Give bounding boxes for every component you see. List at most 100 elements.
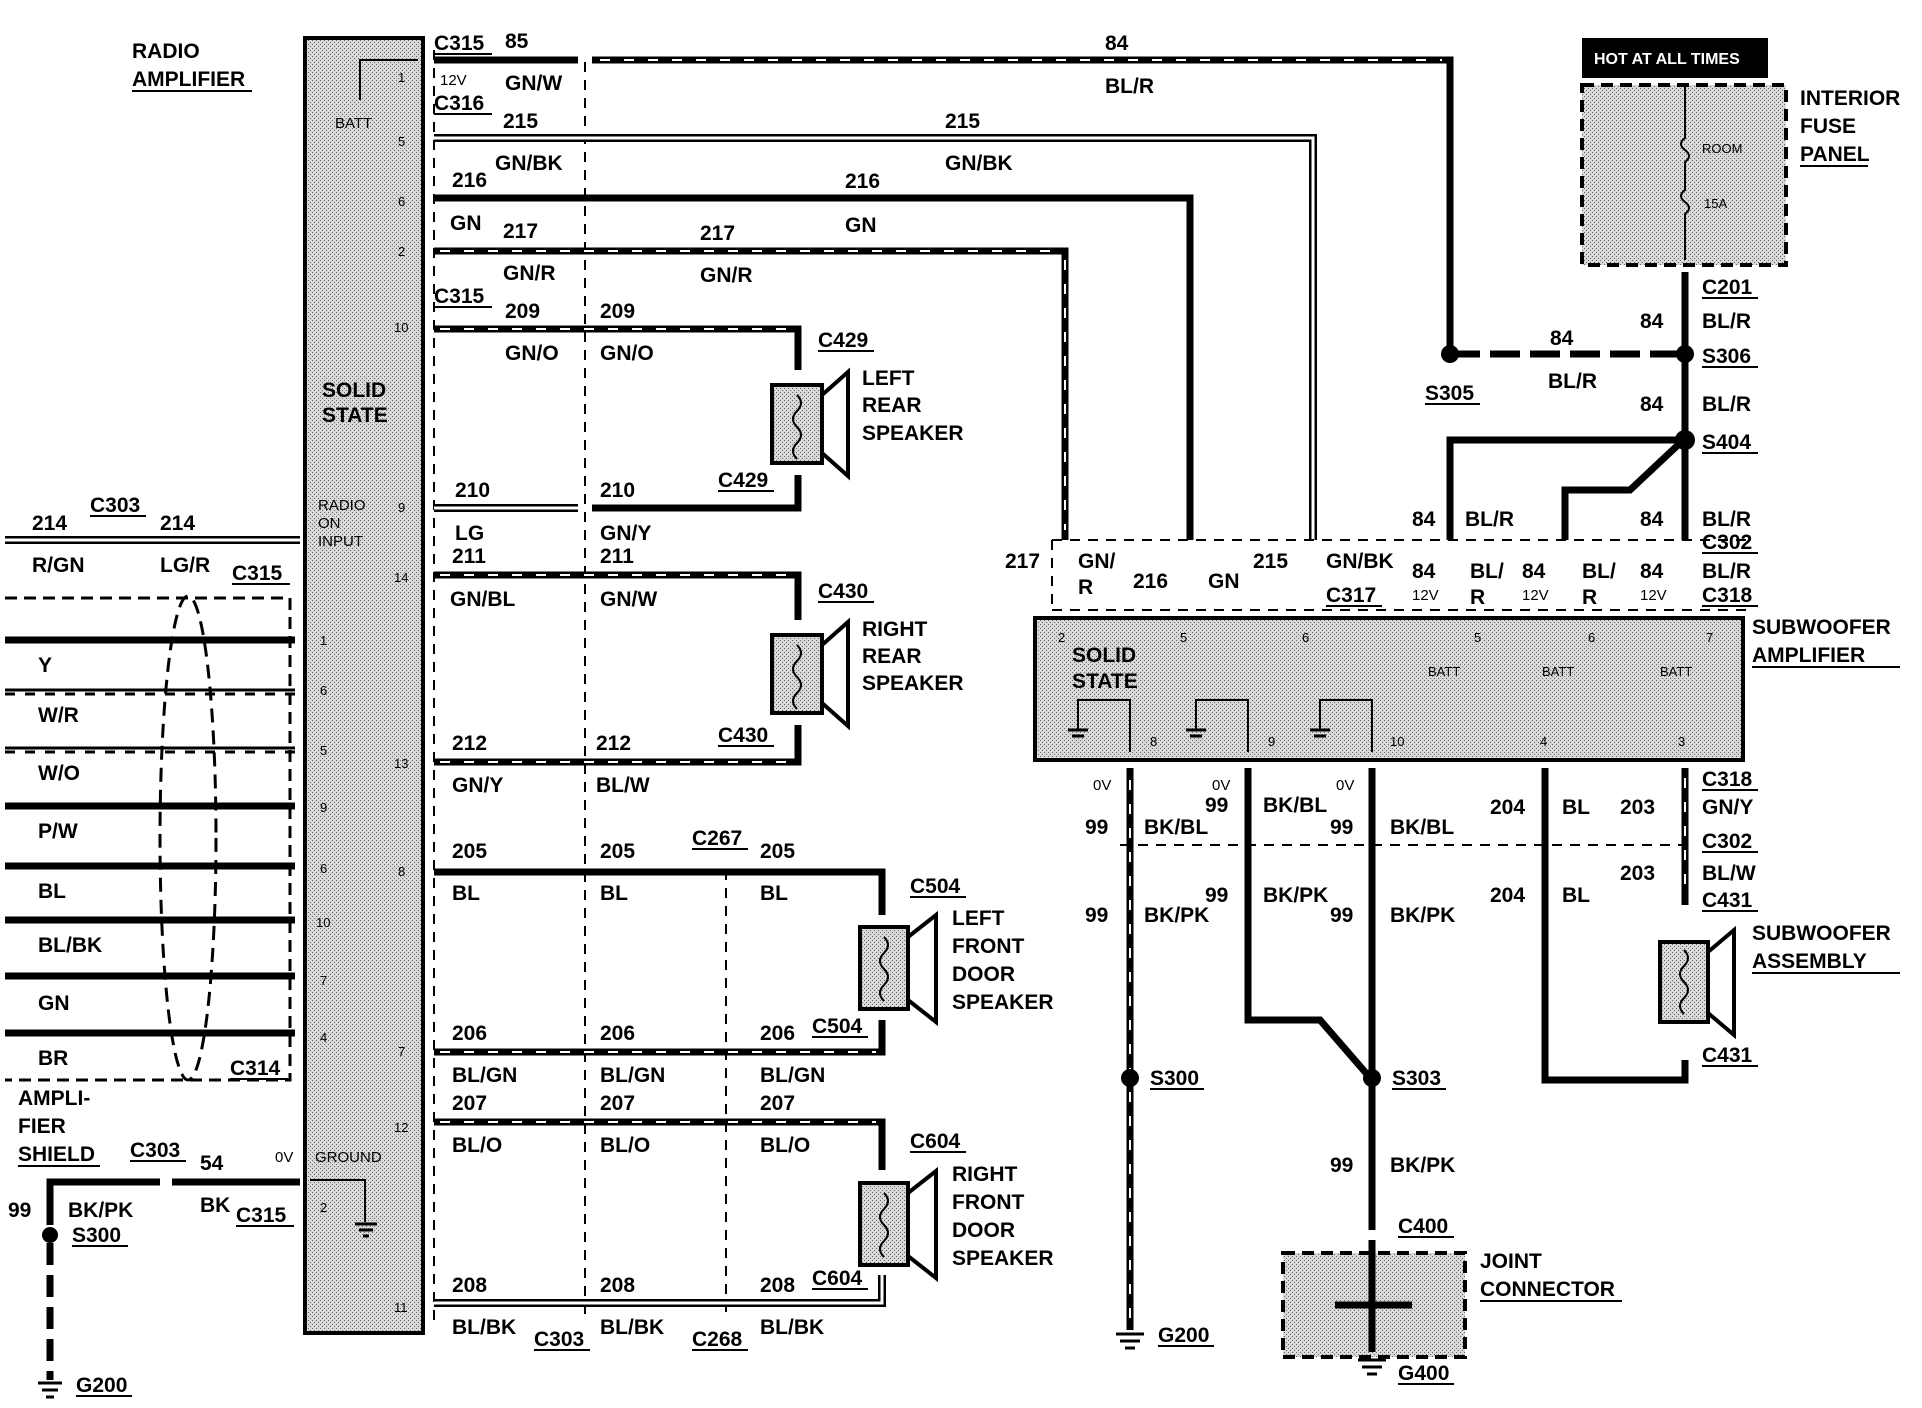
svg-text:INTERIOR: INTERIOR [1800,87,1900,110]
svg-text:9: 9 [320,800,327,815]
svg-text:10: 10 [1390,734,1404,749]
circuit-217: 217 GN/R 217 GN/R [434,220,1069,540]
svg-text:C318: C318 [1702,584,1753,607]
svg-text:C431: C431 [1702,889,1753,912]
svg-text:5: 5 [1474,630,1481,645]
svg-text:P/W: P/W [38,820,78,843]
svg-text:3: 3 [1678,734,1685,749]
svg-text:207: 207 [760,1092,795,1115]
svg-text:BL/R: BL/R [1702,560,1751,583]
svg-text:BL/R: BL/R [1702,393,1751,416]
svg-text:0V: 0V [1336,777,1354,794]
svg-text:6: 6 [320,683,327,698]
shielded-bundle: Y W/R W/O P/W BL BL/BK GN BR C314 AMPLI-… [5,594,295,1167]
svg-text:54: 54 [200,1152,224,1175]
svg-text:R: R [1470,586,1485,609]
svg-text:ROOM: ROOM [1702,141,1742,156]
svg-text:BL/R: BL/R [1702,310,1751,333]
svg-text:R: R [1582,586,1597,609]
svg-text:12V: 12V [1522,587,1549,604]
radio-on-input-circuit: 214 R/GN C303 214 LG/R C315 [5,494,300,585]
left-front-door-speaker: LEFT FRONT DOOR SPEAKER [858,907,1054,1027]
svg-text:GN/O: GN/O [505,342,559,365]
svg-text:6: 6 [1302,630,1309,645]
svg-text:REAR: REAR [862,394,922,417]
svg-text:208: 208 [452,1274,487,1297]
right-rear-speaker: RIGHT REAR SPEAKER [770,617,964,731]
svg-text:GN/R: GN/R [503,262,556,285]
circuit-211-212: 211 GN/BL 211 GN/W 212 GN/Y 212 BL/W C43… [434,545,874,797]
right-front-door-speaker: RIGHT FRONT DOOR SPEAKER [858,1163,1054,1283]
svg-text:G400: G400 [1398,1362,1449,1385]
svg-text:BK/BL: BK/BL [1263,794,1327,817]
svg-text:84: 84 [1105,32,1129,55]
svg-text:S303: S303 [1392,1067,1441,1090]
svg-text:C268: C268 [692,1328,743,1351]
svg-text:208: 208 [600,1274,635,1297]
svg-text:C504: C504 [910,875,961,898]
svg-text:10: 10 [394,320,408,335]
svg-text:C430: C430 [718,724,768,747]
svg-text:84: 84 [1412,560,1436,583]
svg-text:GN: GN [845,214,877,237]
svg-text:LEFT: LEFT [952,907,1005,930]
svg-text:206: 206 [600,1022,635,1045]
svg-text:LEFT: LEFT [862,367,915,390]
svg-text:10: 10 [316,915,330,930]
svg-text:AMPLIFIER: AMPLIFIER [1752,644,1865,667]
svg-text:99: 99 [1330,904,1353,927]
svg-text:C604: C604 [812,1267,863,1290]
svg-text:BL/GN: BL/GN [452,1064,517,1087]
svg-text:GN/Y: GN/Y [1702,796,1753,819]
g200-ground-icon [38,1381,62,1399]
svg-text:LG/R: LG/R [160,554,210,577]
radio-amplifier-body [303,36,425,1335]
svg-text:209: 209 [505,300,540,323]
subwoofer-ground-circuits: 0V 99 BK/BL 99 BK/PK S300 G200 0V 99 BK/… [1085,768,1690,1350]
svg-text:216: 216 [1133,570,1168,593]
svg-text:BL: BL [600,882,628,905]
svg-text:LG: LG [455,522,484,545]
svg-text:7: 7 [398,1044,405,1059]
left-rear-speaker: LEFT REAR SPEAKER [770,367,964,481]
svg-text:5: 5 [1180,630,1187,645]
radio-amplifier-module: RADIO AMPLIFIER SOLID STATE BATT RADIO O… [132,36,425,1335]
svg-text:8: 8 [1150,734,1157,749]
svg-text:BL: BL [1562,796,1590,819]
svg-text:BL/R: BL/R [1105,75,1154,98]
svg-text:BL: BL [1562,884,1590,907]
svg-text:15A: 15A [1704,196,1727,211]
svg-text:PANEL: PANEL [1800,143,1870,166]
svg-text:5: 5 [398,134,405,149]
svg-text:1: 1 [398,70,405,85]
svg-text:215: 215 [503,110,538,133]
svg-text:216: 216 [452,169,487,192]
svg-text:BATT: BATT [1542,664,1574,679]
svg-text:C318: C318 [1702,768,1753,791]
svg-text:SOLID: SOLID [1072,644,1136,667]
svg-text:9: 9 [398,500,405,515]
svg-text:C315: C315 [434,32,485,55]
circuit-205-206: 205 BL 205 BL C267 205 BL C504 206 BL/GN… [434,827,966,1087]
circuit-207-208: 207 BL/O 207 BL/O 207 BL/O C604 208 BL/B… [434,1092,966,1351]
svg-text:BL/BK: BL/BK [760,1316,824,1339]
radio-batt-label: BATT [335,115,372,132]
svg-text:HOT AT ALL TIMES: HOT AT ALL TIMES [1594,51,1740,68]
svg-text:C316: C316 [434,92,484,115]
svg-text:215: 215 [1253,550,1288,573]
svg-text:BL/W: BL/W [1702,862,1756,885]
svg-text:84: 84 [1550,327,1574,350]
svg-text:7: 7 [1706,630,1713,645]
svg-text:GN/BK: GN/BK [495,152,563,175]
svg-text:R/GN: R/GN [32,554,85,577]
radio-on-input-3: INPUT [318,533,363,550]
svg-text:4: 4 [1540,734,1547,749]
svg-text:207: 207 [600,1092,635,1115]
svg-text:212: 212 [596,732,631,755]
svg-text:0V: 0V [275,1149,293,1166]
svg-text:AMPLI-: AMPLI- [18,1087,90,1110]
svg-text:W/R: W/R [38,704,79,727]
circuit-209-210: C315 209 GN/O 209 GN/O 210 LG 210 GN/Y C… [434,285,874,545]
svg-text:BL/GN: BL/GN [760,1064,825,1087]
